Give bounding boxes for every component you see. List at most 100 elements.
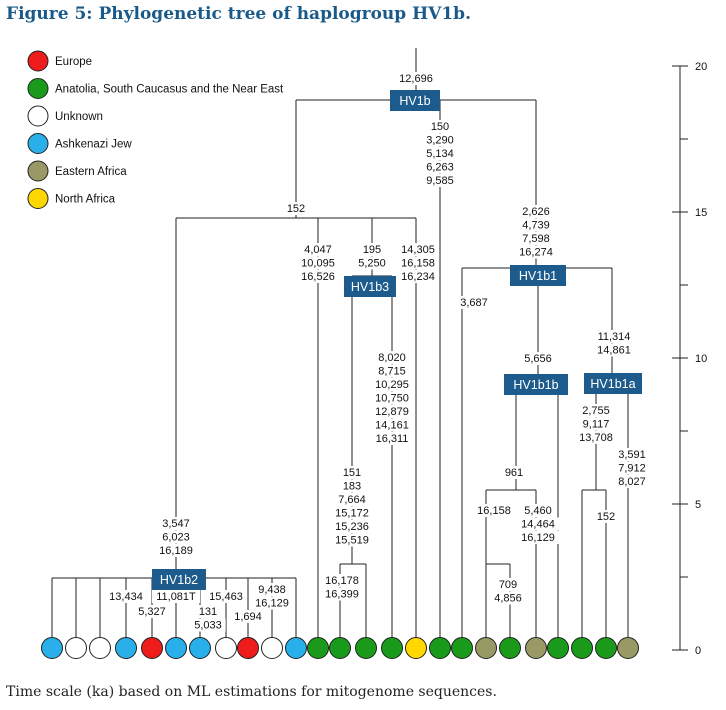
mutation-label: 15,519 <box>335 535 369 547</box>
mutation-label-bg <box>371 405 413 418</box>
mutation-label-bg <box>321 574 363 587</box>
mutation-block: 152 <box>594 510 618 523</box>
haplogroup-label: HV1b1a <box>590 377 635 391</box>
mutation-label-bg <box>428 120 452 133</box>
mutation-label: 5,656 <box>524 353 552 365</box>
mutation-label-bg <box>496 578 520 591</box>
mutation-label: 5,033 <box>194 620 222 632</box>
sample-circle <box>525 637 547 659</box>
mutation-label-bg <box>190 618 226 632</box>
sample-circle <box>429 637 451 659</box>
mutation-label-bg <box>354 256 390 270</box>
mutation-label: 4,047 <box>304 244 332 256</box>
mutation-label-bg <box>297 256 339 270</box>
mutation-label-bg <box>334 493 370 506</box>
mutation-label-bg <box>518 232 554 245</box>
mutation-label: 8,715 <box>378 366 406 378</box>
mutation-label-bg <box>331 520 373 533</box>
sample-circle <box>307 637 329 659</box>
sample-circle <box>451 637 473 659</box>
mutation-label: 5,327 <box>138 606 166 618</box>
mutation-block: 1,694 <box>230 610 266 623</box>
figure-title: Figure 5: Phylogenetic tree of haplogrou… <box>6 4 471 24</box>
haplogroup-box <box>504 374 568 395</box>
sample-circle <box>499 637 521 659</box>
mutation-label: 14,161 <box>375 420 409 432</box>
mutation-label: 3,687 <box>460 297 488 309</box>
mutation-label-bg <box>251 596 293 610</box>
sample-circle <box>617 637 639 659</box>
mutation-label: 16,158 <box>477 505 511 517</box>
mutation-label-bg <box>134 605 170 618</box>
legend-label: North Africa <box>55 194 116 206</box>
haplogroup-box <box>510 265 566 286</box>
mutation-label: 16,311 <box>376 433 409 445</box>
mutation-label: 961 <box>505 467 523 479</box>
mutation-label-bg <box>515 245 557 259</box>
mutation-label-bg <box>158 517 194 530</box>
mutation-label-bg <box>395 72 437 85</box>
legend-swatch <box>27 160 49 182</box>
mutation-label: 14,861 <box>597 345 631 357</box>
legend-swatch <box>27 188 49 209</box>
mutation-label-bg <box>518 218 554 232</box>
mutation-label: 16,129 <box>521 532 555 544</box>
figure-caption: Time scale (ka) based on ML estimations … <box>6 684 497 700</box>
haplogroup-label: HV1b2 <box>160 573 198 587</box>
mutation-label-bg <box>360 243 384 256</box>
mutation-label: 8,020 <box>378 352 406 364</box>
mutation-label-bg <box>578 417 614 431</box>
sample-circle <box>261 637 283 659</box>
mutation-label: 16,526 <box>301 271 335 283</box>
mutation-label-bg <box>422 147 458 160</box>
sample-circle <box>595 637 617 659</box>
sample-circle <box>115 637 137 659</box>
mutation-label-bg <box>371 432 413 445</box>
sample-circle <box>215 637 237 659</box>
mutation-label-bg <box>456 296 492 309</box>
mutation-label-bg <box>575 431 617 444</box>
mutation-block: 3,687 <box>456 296 492 309</box>
mutation-label: 195 <box>363 244 381 256</box>
mutation-block: 5,656 <box>520 352 556 365</box>
axis-tick-label: 10 <box>695 353 707 365</box>
sample-circle <box>475 637 497 659</box>
mutation-label-bg <box>473 504 515 517</box>
mutation-label: 4,856 <box>494 593 522 605</box>
mutation-label: 7,664 <box>338 494 366 506</box>
sample-circle <box>285 637 307 659</box>
mutation-label: 12,879 <box>375 406 409 418</box>
legend-swatch <box>27 50 49 72</box>
legend-label: Anatolia, South Caucasus and the Near Ea… <box>55 84 284 96</box>
sample-circle <box>381 637 403 659</box>
mutation-label: 3,591 <box>618 449 646 461</box>
sample-circle <box>165 637 187 659</box>
mutation-label-bg <box>593 343 635 357</box>
mutation-label-bg <box>397 270 439 283</box>
mutation-label-bg <box>397 243 439 256</box>
mutation-label: 14,464 <box>521 519 555 531</box>
axis-tick-label: 5 <box>695 499 701 511</box>
axis-tick-label: 20 <box>695 61 707 73</box>
mutation-label: 6,023 <box>162 532 190 544</box>
mutation-label: 7,912 <box>618 463 646 475</box>
mutation-label-bg <box>490 591 526 605</box>
mutation-label: 9,438 <box>258 584 286 596</box>
mutation-label: 131 <box>199 606 217 618</box>
mutation-label: 13,434 <box>109 591 143 603</box>
mutation-label: 152 <box>597 511 615 523</box>
mutation-block: 11,081T <box>151 590 201 603</box>
mutation-label-bg <box>614 475 650 488</box>
mutation-label: 14,305 <box>401 244 435 256</box>
legend-label: Unknown <box>55 111 103 123</box>
mutation-label: 3,290 <box>426 135 454 147</box>
